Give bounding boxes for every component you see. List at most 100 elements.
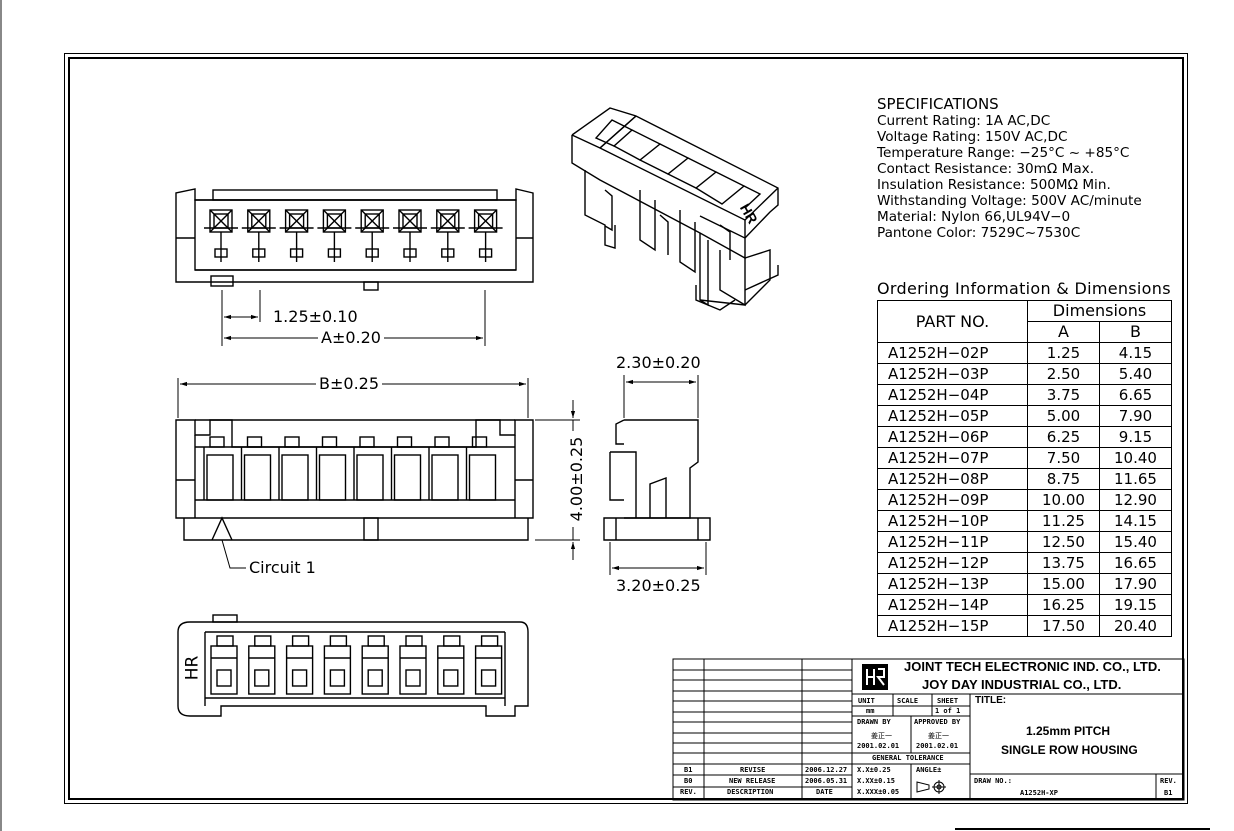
circuit-1-label: Circuit 1: [246, 559, 319, 577]
table-cell-a: 10.00: [1027, 489, 1100, 511]
bottom-cell: [437, 635, 465, 695]
bottom-cell: [210, 635, 238, 695]
top-view: [175, 188, 534, 291]
company-logo: [862, 664, 888, 690]
contact-cell: [355, 209, 390, 262]
col-b-header: B: [1099, 321, 1172, 343]
front-slot: [240, 436, 272, 501]
bottom-cell: [248, 635, 276, 695]
table-cell-part: A1252H−15P: [877, 615, 1028, 637]
page-bottom-rule: [955, 828, 1210, 830]
table-cell-part: A1252H−11P: [877, 531, 1028, 553]
contact-cell: [317, 209, 352, 262]
table-cell-part: A1252H−10P: [877, 510, 1028, 532]
table-cell-part: A1252H−06P: [877, 426, 1028, 448]
b-dimension: B±0.25: [316, 375, 383, 393]
tolerance-3: X.XXX±0.05: [857, 788, 900, 796]
side-bottom-dimension: 3.20±0.25: [613, 577, 704, 595]
table-cell-a: 11.25: [1027, 510, 1100, 532]
part-no-header: PART NO.: [877, 300, 1028, 343]
angle-label: ANGLE±: [916, 766, 942, 774]
drawn-date: 2001.02.01: [857, 742, 900, 750]
unit-value: mm: [866, 707, 875, 715]
spec-line: Voltage Rating: 150V AC,DC: [877, 129, 1068, 145]
specifications-heading: SPECIFICATIONS: [877, 95, 999, 113]
revision-description: REVISE: [740, 766, 766, 774]
approved-by-name: 姜正一: [928, 732, 949, 740]
spec-line: Temperature Range: −25°C ~ +85°C: [877, 145, 1130, 161]
table-cell-part: A1252H−09P: [877, 489, 1028, 511]
sheet-label: SHEET: [937, 697, 959, 705]
title-label: TITLE:: [975, 695, 1007, 706]
bottom-cell: [399, 635, 427, 695]
ordering-title: Ordering Information & Dimensions: [877, 279, 1171, 298]
revision-date-header: DATE: [816, 788, 833, 796]
approved-by-label: APPROVED BY: [914, 718, 961, 726]
company-name-1: JOINT TECH ELECTRONIC IND. CO., LTD.: [904, 659, 1161, 674]
unit-label: UNIT: [858, 697, 875, 705]
table-cell-part: A1252H−13P: [877, 573, 1028, 595]
spec-line: Insulation Resistance: 500MΩ Min.: [877, 177, 1111, 193]
table-cell-b: 19.15: [1099, 594, 1172, 616]
contact-cell: [393, 209, 427, 262]
a-dimension: A±0.20: [318, 329, 384, 347]
side-view-dims: [609, 375, 707, 575]
revision-rev: B0: [684, 777, 693, 785]
spec-line: Pantone Color: 7529C~7530C: [877, 225, 1081, 241]
front-slot: [278, 436, 309, 501]
spec-line: Material: Nylon 66,UL94V−0: [877, 209, 1071, 225]
table-cell-b: 10.40: [1099, 447, 1172, 469]
front-slot: [428, 436, 459, 501]
drawing-border-outer: [64, 53, 1188, 804]
tolerance-1: X.X±0.25: [857, 766, 891, 774]
front-slot: [390, 436, 422, 501]
company-name-2: JOY DAY INDUSTRIAL CO., LTD.: [922, 677, 1122, 692]
sheet-value: 1 of 1: [935, 707, 961, 715]
approved-date: 2001.02.01: [916, 742, 959, 750]
side-view: [603, 419, 711, 541]
spec-line: Current Rating: 1A AC,DC: [877, 113, 1051, 129]
bottom-cell: [323, 635, 352, 695]
projection-symbol-icon: [916, 780, 946, 794]
front-slot: [315, 436, 347, 501]
table-cell-b: 16.65: [1099, 552, 1172, 574]
bottom-view: [177, 614, 529, 717]
bottom-cell: [361, 635, 389, 695]
general-tolerance: GENERAL TOLERANCE: [872, 754, 944, 762]
table-cell-part: A1252H−14P: [877, 594, 1028, 616]
drawing-no: A1252H-XP: [1020, 789, 1058, 797]
table-cell-part: A1252H−07P: [877, 447, 1028, 469]
tolerance-2: X.XX±0.15: [857, 777, 895, 785]
bottom-cell: [285, 635, 314, 695]
contact-cell: [241, 209, 276, 262]
front-slot: [203, 436, 234, 501]
table-cell-b: 20.40: [1099, 615, 1172, 637]
spec-line: Withstanding Voltage: 500V AC/minute: [877, 193, 1142, 209]
scale-label: SCALE: [897, 697, 919, 705]
side-top-dimension: 2.30±0.20: [613, 354, 704, 372]
rev-value: B1: [1164, 789, 1173, 797]
revision-description-header: DESCRIPTION: [727, 788, 774, 796]
table-cell-part: A1252H−05P: [877, 405, 1028, 427]
contact-cell: [430, 209, 465, 262]
front-slot: [353, 436, 384, 501]
drawn-by-label: DRAWN BY: [857, 718, 891, 726]
table-cell-b: 6.65: [1099, 384, 1172, 406]
revision-rev: B1: [684, 766, 693, 774]
front-slot: [465, 436, 497, 501]
title-line-1: 1.25mm PITCH: [1026, 724, 1111, 738]
table-cell-b: 7.90: [1099, 405, 1172, 427]
revision-date: 2006.05.31: [805, 777, 848, 785]
contact-cell: [279, 209, 314, 262]
table-cell-b: 15.40: [1099, 531, 1172, 553]
table-cell-part: A1252H−03P: [877, 363, 1028, 385]
